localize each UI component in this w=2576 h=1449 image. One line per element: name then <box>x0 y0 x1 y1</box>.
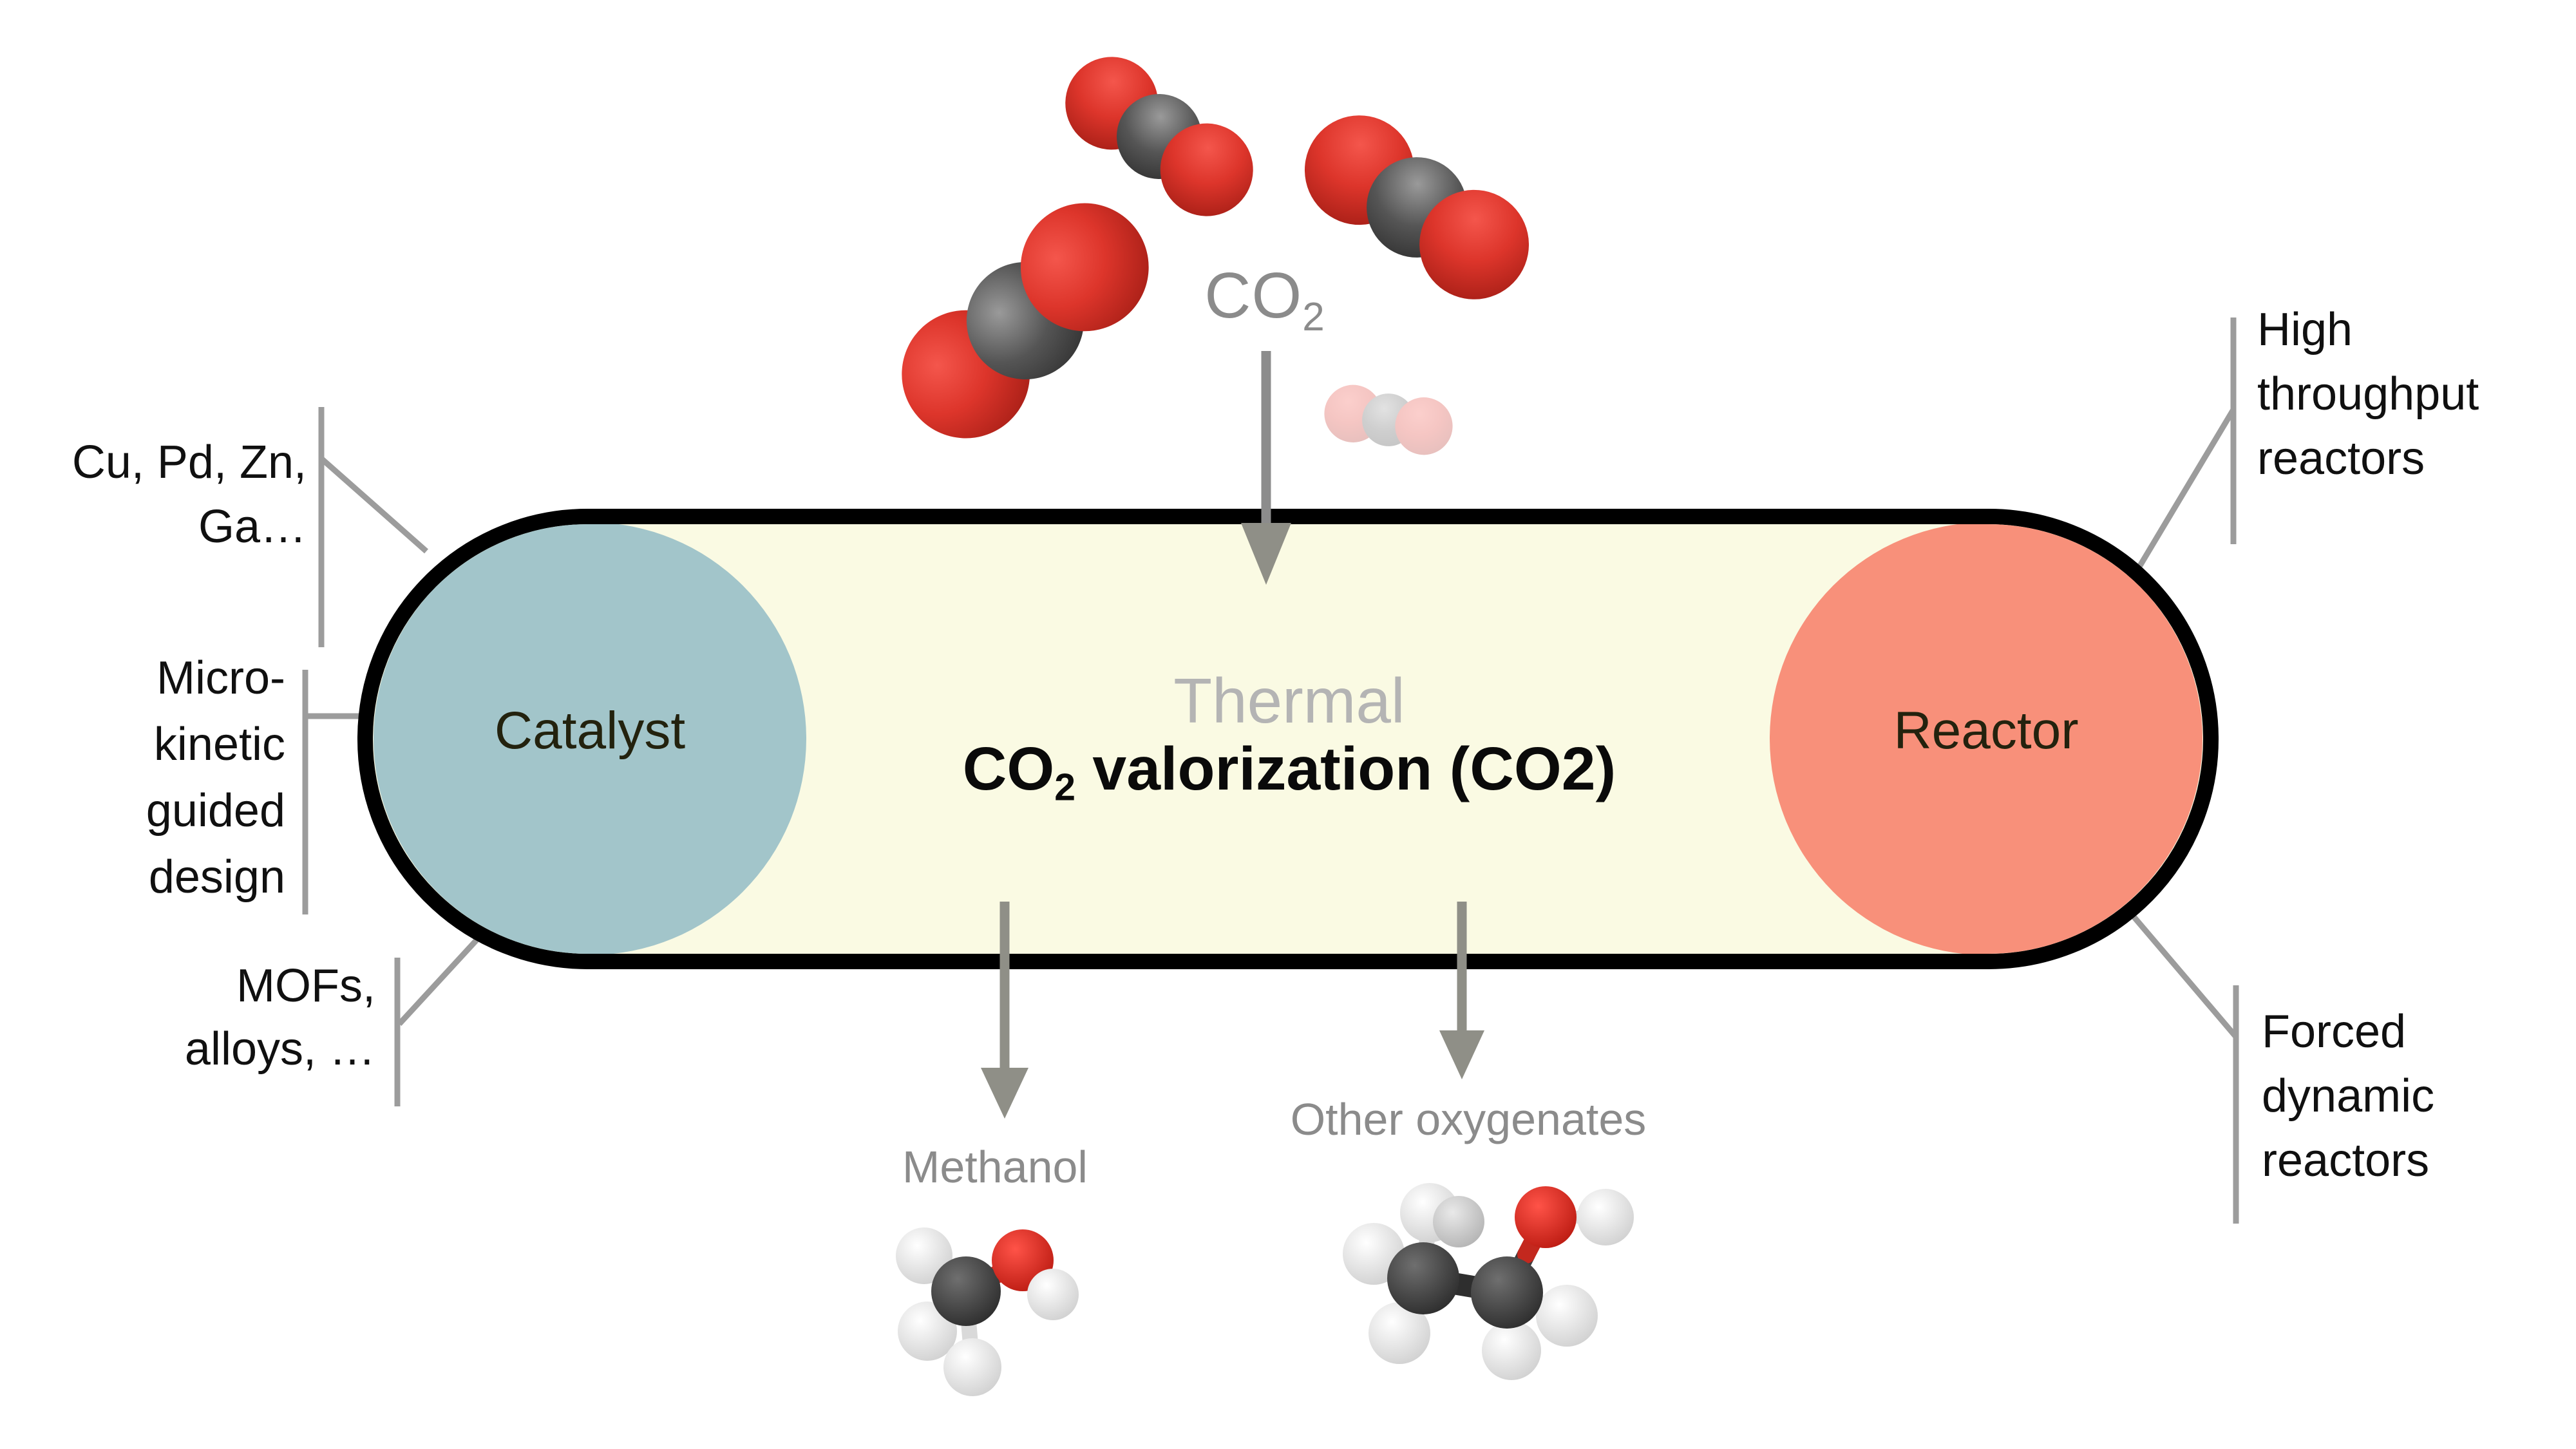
vessel-title-line1: Thermal <box>1173 665 1405 736</box>
flow-arrows <box>981 351 1484 1119</box>
vessel-title-line2: CO2 valorization (CO2) <box>963 734 1616 809</box>
reaction-vessel <box>357 509 2219 969</box>
annotation-forced-dynamic: Forced dynamic reactors <box>2262 999 2434 1193</box>
other-oxygenates-label: Other oxygenates <box>1290 1094 1647 1144</box>
down-arrow-methanol <box>981 902 1028 1119</box>
annotation-microkinetic-line1: Micro- <box>156 652 285 704</box>
annotation-metals: Cu, Pd, Zn, Ga… <box>72 430 307 559</box>
reactor-circle <box>1770 524 2202 954</box>
reactor-label: Reactor <box>1893 701 2079 760</box>
annotation-microkinetic-line2: kinetic <box>153 719 285 770</box>
annotation-high-throughput-line1: High <box>2257 304 2353 355</box>
annotation-metals-line2: Ga… <box>198 501 307 553</box>
annotation-materials: MOFs, alloys, … <box>185 954 375 1081</box>
connector-high-throughput <box>2137 408 2236 569</box>
co2-molecule-spacefill-faded <box>1320 380 1457 460</box>
annotation-microkinetic: Micro- kinetic guided design <box>146 645 285 911</box>
annotation-high-throughput-line3: reactors <box>2257 433 2425 484</box>
co2-feed-label-subscript: 2 <box>1302 294 1325 339</box>
ethanol-ball-stick-molecule <box>1343 1183 1634 1380</box>
down-arrow-co2-feed <box>1241 351 1291 585</box>
annotation-high-throughput: High throughput reactors <box>2257 298 2479 491</box>
down-arrow-other-oxygenates <box>1439 902 1484 1079</box>
annotation-forced-dynamic-line3: reactors <box>2262 1135 2430 1186</box>
connector-materials <box>397 932 484 1027</box>
annotation-high-throughput-line2: throughput <box>2257 368 2479 420</box>
co2-molecule-spacefill-large <box>875 176 1175 465</box>
co2-feed-label: CO2 <box>1204 259 1325 340</box>
catalyst-label: Catalyst <box>494 701 686 760</box>
annotation-connectors <box>302 317 2239 1224</box>
methanol-label: Methanol <box>902 1142 1088 1192</box>
co2-feed-label-text: CO <box>1204 260 1303 332</box>
connector-metals <box>319 456 428 554</box>
annotation-forced-dynamic-line1: Forced <box>2262 1006 2407 1057</box>
methanol-ball-stick-molecule <box>896 1227 1079 1396</box>
connector-forced-dynamic <box>2130 914 2239 1039</box>
annotation-forced-dynamic-line2: dynamic <box>2262 1070 2435 1122</box>
vessel-title-co2-subscript: 2 <box>1054 766 1075 809</box>
vessel-title-suffix: valorization (CO2) <box>1075 735 1616 803</box>
annotation-materials-line1: MOFs, <box>236 960 375 1012</box>
catalyst-circle <box>374 524 806 954</box>
annotation-metals-line1: Cu, Pd, Zn, <box>71 437 307 488</box>
vessel-title-co2-prefix: CO <box>962 735 1055 803</box>
annotation-microkinetic-line4: design <box>148 851 285 903</box>
annotation-microkinetic-line3: guided <box>146 785 285 837</box>
annotation-materials-line2: alloys, … <box>184 1023 375 1075</box>
